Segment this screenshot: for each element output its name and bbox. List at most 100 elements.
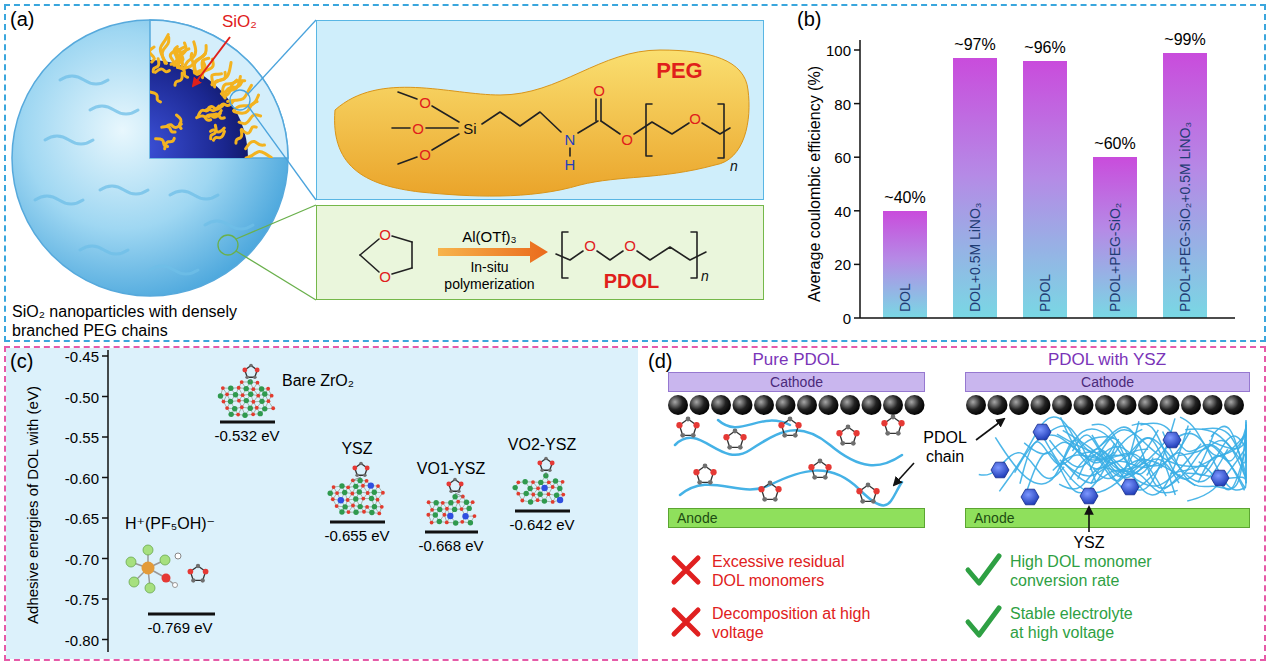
peg-chain xyxy=(150,92,160,102)
atom xyxy=(433,512,438,517)
atom-label: O xyxy=(689,110,701,127)
dol-monomer xyxy=(839,427,856,443)
atom xyxy=(693,422,699,428)
atom xyxy=(541,485,547,491)
atom xyxy=(680,433,685,438)
atom xyxy=(871,499,876,504)
peg-chain xyxy=(246,152,271,158)
peg-chain xyxy=(150,47,155,62)
atom xyxy=(363,473,367,477)
atom xyxy=(537,492,542,497)
bar: ~99%PDOL+PEG-SiO₂+0.5M LiNO₃ xyxy=(1163,53,1207,318)
cathode-layer: Cathode xyxy=(668,372,925,392)
dol-monomer xyxy=(758,481,781,502)
tick-label: -0.75 xyxy=(65,591,99,608)
atom xyxy=(262,406,267,411)
atom xyxy=(851,441,856,446)
core-cutaway xyxy=(52,35,271,256)
anode-layer: Anode xyxy=(668,508,925,528)
atom xyxy=(782,433,787,438)
atom-label: O xyxy=(593,82,605,99)
peg-chain xyxy=(175,73,182,85)
cathode-particle xyxy=(1095,395,1115,415)
pdol-chain xyxy=(1147,433,1246,490)
pf5oh-molecule xyxy=(160,555,170,565)
ysz-cluster xyxy=(512,457,565,505)
cathode-particle xyxy=(754,395,774,415)
atom xyxy=(228,412,233,417)
atom xyxy=(788,417,793,422)
atom xyxy=(353,484,358,489)
atom xyxy=(335,491,339,495)
dol-monomer xyxy=(723,429,746,450)
atom xyxy=(553,478,558,483)
ysz-cluster xyxy=(328,462,385,516)
atom xyxy=(352,466,357,471)
atom xyxy=(353,496,358,501)
atom xyxy=(225,406,229,410)
cathode-particle xyxy=(690,395,710,415)
energy-axis xyxy=(102,477,108,479)
atom xyxy=(523,491,528,496)
atom xyxy=(561,480,565,484)
dol-monomer xyxy=(676,415,904,504)
atom xyxy=(808,464,814,470)
chart-axes xyxy=(854,210,860,212)
atom xyxy=(266,387,270,391)
energy-value: -0.642 eV xyxy=(509,516,574,533)
bar-label: DOL xyxy=(897,283,913,312)
atom-label: O xyxy=(419,94,431,111)
chart-axes xyxy=(859,40,861,318)
atom xyxy=(427,500,431,504)
chemical-bond xyxy=(398,157,417,164)
chemical-bond xyxy=(426,127,458,129)
energy-value: -0.769 eV xyxy=(147,619,212,636)
atom xyxy=(447,513,453,519)
cathode-particle xyxy=(1160,395,1180,415)
atom xyxy=(338,497,344,503)
energy-axis xyxy=(102,350,108,652)
bar: ~40%DOL xyxy=(883,211,927,318)
atom xyxy=(723,434,729,440)
electrode-label: Cathode xyxy=(1081,374,1134,390)
atom xyxy=(188,569,194,575)
adsorption-bond xyxy=(545,472,546,476)
atom xyxy=(676,422,682,428)
peg-chain xyxy=(150,35,272,158)
atom xyxy=(825,464,831,470)
atom xyxy=(270,394,274,398)
atom xyxy=(430,521,434,525)
dol-monomer xyxy=(881,415,904,436)
atom xyxy=(537,461,542,466)
atom-label: O xyxy=(419,146,431,163)
energy-panel xyxy=(6,348,638,659)
cathode-particle xyxy=(988,395,1008,415)
dol-molecule xyxy=(190,566,205,580)
atom xyxy=(342,504,347,509)
zoom-leader xyxy=(236,205,316,239)
peg-chain xyxy=(234,102,257,114)
bar-label: PDOL+PEG-SiO₂+0.5M LiNO₃ xyxy=(1177,122,1193,312)
pdol-chain xyxy=(995,437,1095,483)
atom xyxy=(818,459,823,464)
atom xyxy=(448,500,453,505)
atom xyxy=(359,462,363,466)
atom xyxy=(516,480,520,484)
pdol-chain xyxy=(1026,439,1119,493)
panel-letter: (c) xyxy=(10,350,33,373)
atom xyxy=(896,431,901,436)
ysz-particle xyxy=(1021,489,1039,505)
atom xyxy=(376,484,380,488)
cathode-particle xyxy=(1074,395,1094,415)
atom xyxy=(551,485,555,489)
ysz-cluster xyxy=(426,478,476,526)
chemical-bond xyxy=(578,121,598,133)
atom xyxy=(738,445,743,450)
atom xyxy=(240,380,244,384)
atom xyxy=(531,493,535,497)
energy-axis xyxy=(102,436,108,438)
atom xyxy=(245,375,249,379)
catalyst-label: Al(OTf)₃ xyxy=(462,228,516,245)
atom xyxy=(445,520,449,524)
atom xyxy=(233,392,238,397)
